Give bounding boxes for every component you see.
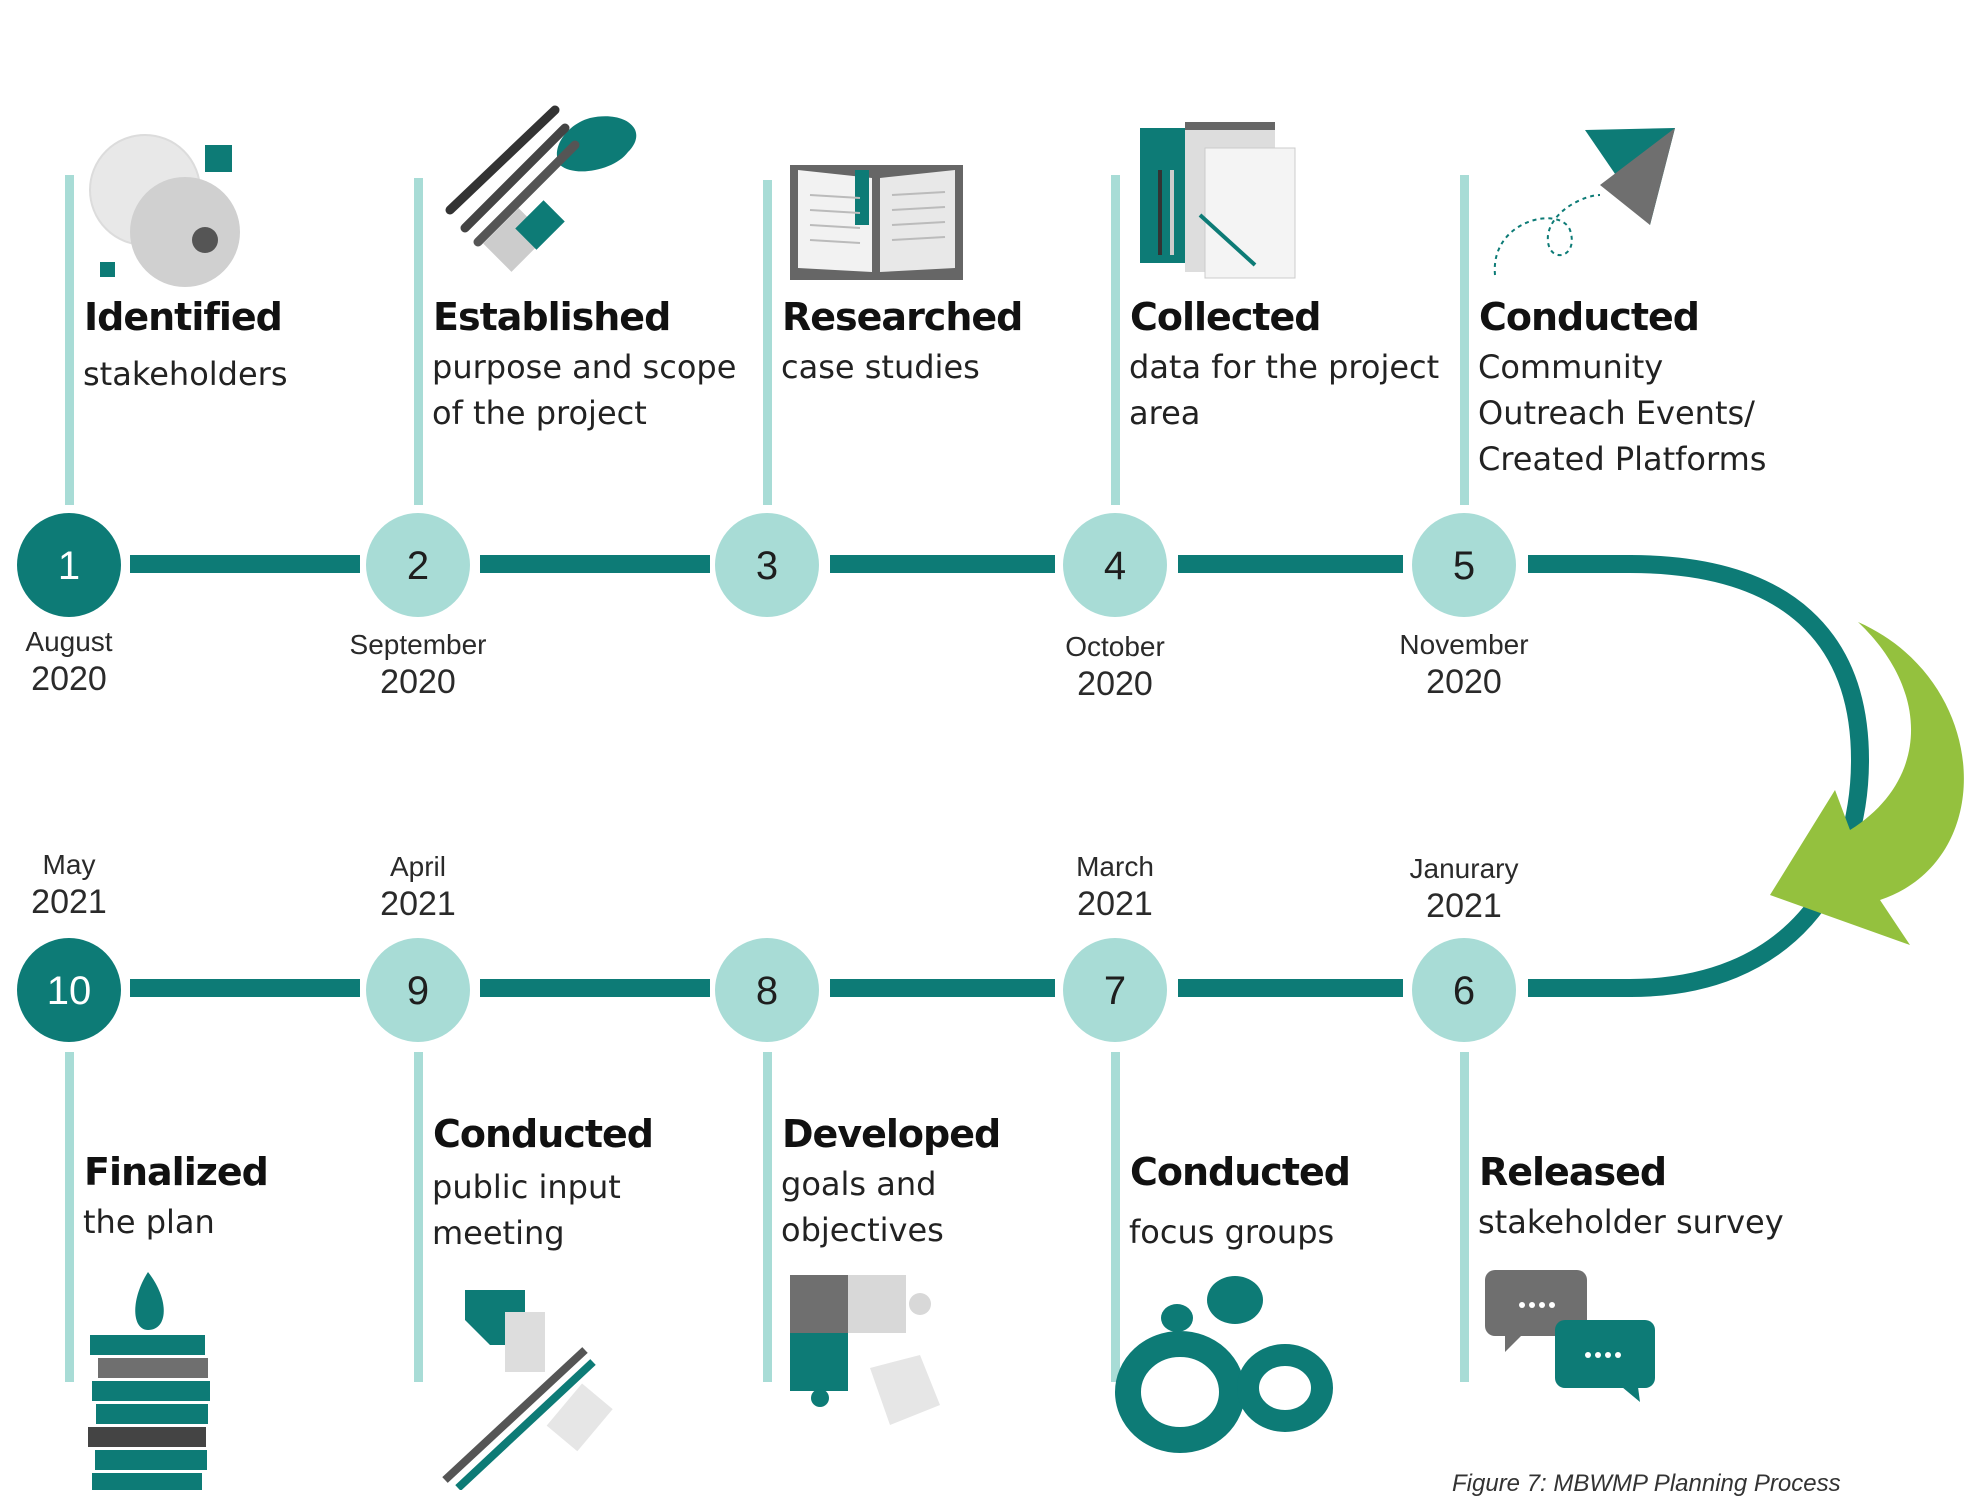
step-description-line: goals and [781,1165,937,1203]
step-month: August [25,626,113,657]
step-month: September [349,629,487,660]
step-title: Established [433,295,671,339]
step-circle-3: 3 [715,513,819,617]
step-year: 2021 [380,885,456,923]
book-stack-icon [88,1272,210,1490]
step-year: 2021 [1426,887,1502,925]
step-description-line: meeting [432,1214,565,1252]
step-circle-8: 8 [715,938,819,1042]
step-month: October [1065,631,1165,662]
step-number: 3 [756,544,778,588]
step-title: Developed [782,1112,1001,1156]
figure-caption: Figure 7: MBWMP Planning Process [1452,1470,1841,1497]
u-turn-connector [1629,555,1870,997]
step-title: Conducted [1479,295,1700,339]
step-title: Conducted [1130,1150,1351,1194]
step-description-line: stakeholder survey [1478,1203,1784,1241]
step-year: 2020 [31,660,107,698]
notepads-icon [1140,122,1296,279]
puzzle-pieces-icon [790,1275,940,1425]
pencils-icon [442,1290,613,1490]
paper-plane-icon [1493,128,1675,276]
step-circle-9: 9 [366,938,470,1042]
step-year: 2021 [1077,885,1153,923]
step-circle-2: 2 [366,513,470,617]
step-circle-7: 7 [1063,938,1167,1042]
step-month: November [1399,629,1529,660]
step-month: Janurary [1409,853,1519,884]
step-description-line: the plan [83,1203,215,1241]
step-title: Identified [84,295,283,339]
step-description-line: Community [1478,348,1664,386]
step-month: April [389,851,446,882]
step-month: May [42,849,96,880]
step-title: Finalized [84,1150,269,1194]
step-year: 2020 [1426,663,1502,701]
step-circle-10: 10 [17,938,121,1042]
step-number: 7 [1104,969,1126,1013]
stems [65,175,1469,1382]
paintbrushes-icon [445,105,637,272]
step-circle-6: 6 [1412,938,1516,1042]
step-circle-4: 4 [1063,513,1167,617]
step-description-line: Outreach Events/ [1478,394,1755,432]
step-description-line: stakeholders [83,355,288,393]
bottom-connectors [130,979,1633,997]
step-number: 9 [407,969,429,1013]
step-description-line: of the project [432,394,647,432]
step-year: 2021 [31,883,107,921]
step-title: Researched [782,295,1023,339]
chat-bubbles-icon [1485,1270,1655,1402]
curved-arrow-icon [1770,622,1964,945]
step-description-line: Created Platforms [1478,440,1767,478]
stakeholder-circles-icon [89,134,240,287]
step-circle-5: 5 [1412,513,1516,617]
step-year: 2020 [1077,665,1153,703]
step-description-line: case studies [781,348,980,386]
step-description-line: focus groups [1129,1213,1335,1251]
step-number: 6 [1453,969,1475,1013]
step-title: Collected [1130,295,1321,339]
step-title: Conducted [433,1112,654,1156]
step-month: March [1076,851,1154,882]
step-description-line: purpose and scope [432,348,737,386]
focus-group-icon [1115,1276,1333,1453]
open-book-icon [790,165,963,280]
step-circles: 1 2 3 4 5 6 7 8 9 10 [17,513,1516,1042]
step-year: 2020 [380,663,456,701]
step-description-line: data for the project [1129,348,1440,386]
step-number: 2 [407,544,429,588]
step-number: 4 [1104,544,1126,588]
step-number: 8 [756,969,778,1013]
step-title: Released [1479,1150,1667,1194]
step-number: 1 [58,544,80,588]
step-circle-1: 1 [17,513,121,617]
top-connectors [130,555,1633,573]
step-description-line: objectives [781,1211,944,1249]
step-description-line: area [1129,394,1201,432]
step-description-line: public input [432,1168,621,1206]
step-number: 5 [1453,544,1475,588]
step-number: 10 [47,969,92,1013]
